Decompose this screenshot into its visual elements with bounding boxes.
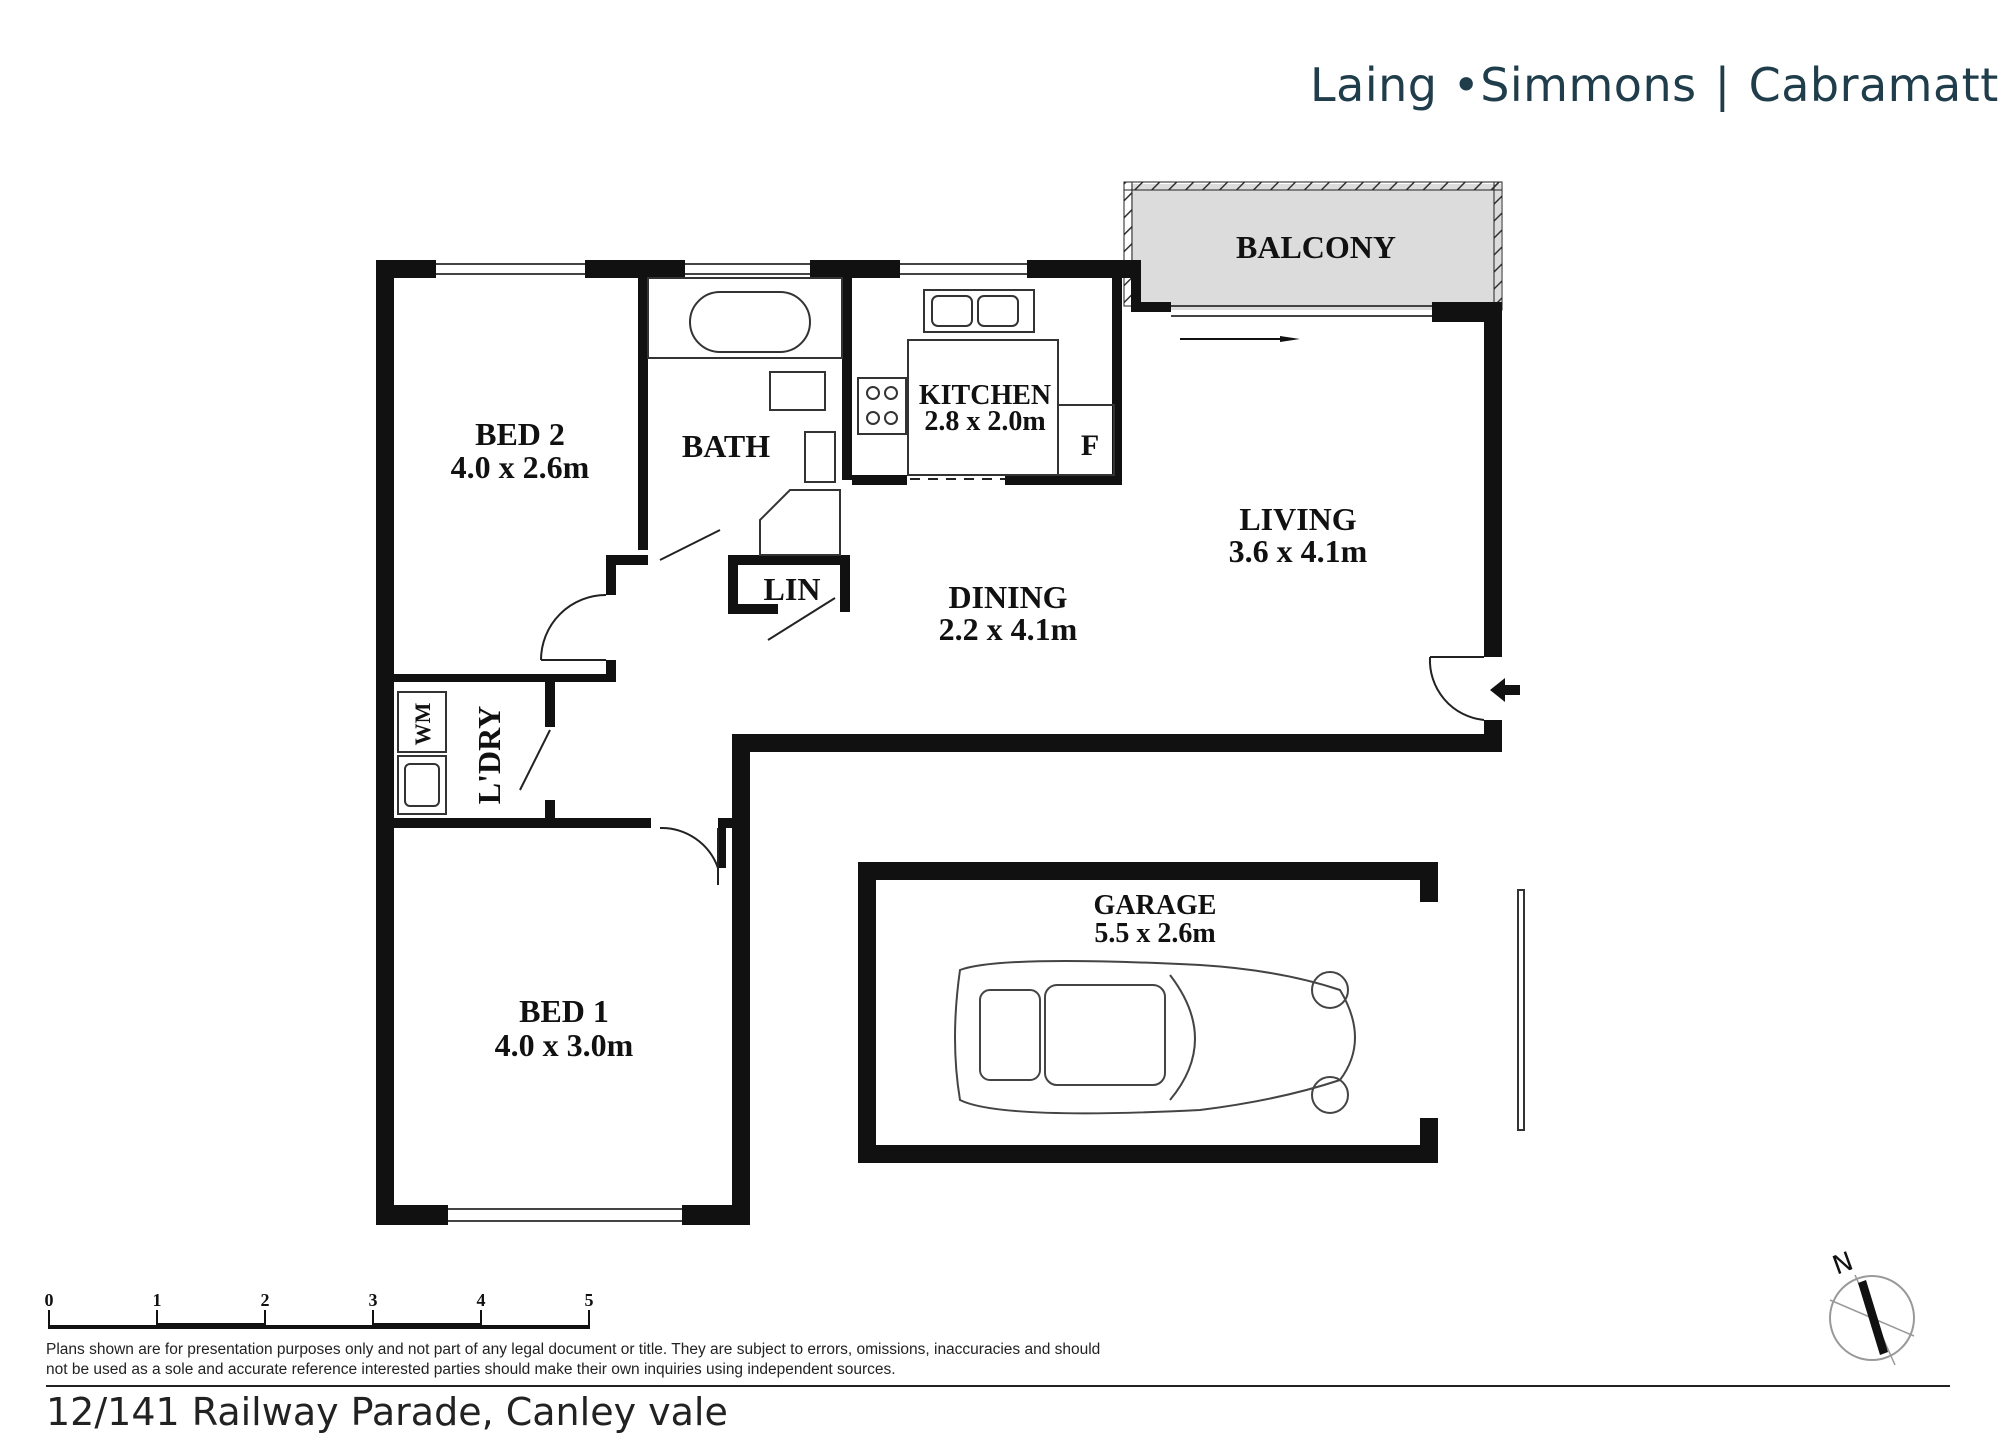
scale-label-4: 4	[477, 1290, 486, 1310]
kitchen-size: 2.8 x 2.0m	[924, 406, 1045, 437]
lin-label: LIN	[764, 571, 821, 607]
bed2-size: 4.0 x 2.6m	[451, 449, 590, 485]
bed2-label: BED 2	[475, 416, 565, 452]
disclaimer: Plans shown are for presentation purpose…	[46, 1341, 1101, 1378]
walls	[376, 260, 1502, 1225]
scale-label-0: 0	[45, 1290, 54, 1310]
room-labels: BALCONY KITCHEN 2.8 x 2.0m F BED 2 4.0 x…	[410, 229, 1396, 1063]
car-icon	[954, 960, 1356, 1115]
compass-north-label: N	[1829, 1247, 1858, 1282]
scale-label-1: 1	[153, 1290, 162, 1310]
scale-label-5: 5	[585, 1290, 594, 1310]
windows	[436, 263, 1432, 1222]
brand-name: Laing •Simmons	[1310, 58, 1697, 112]
bath-label: BATH	[682, 428, 770, 464]
bed1-size: 4.0 x 3.0m	[495, 1027, 634, 1063]
garage-size: 5.5 x 2.6m	[1094, 918, 1215, 949]
living-label: LIVING	[1239, 501, 1356, 537]
garage-walls	[858, 862, 1438, 1163]
compass-icon: N	[1829, 1247, 1915, 1366]
balcony	[1123, 181, 1503, 311]
living-size: 3.6 x 4.1m	[1229, 533, 1368, 569]
fridge-label: F	[1081, 429, 1099, 462]
dining-label: DINING	[948, 579, 1067, 615]
scale-bar: 0 1 2 3 4 5	[45, 1290, 594, 1329]
laundry-label: L'DRY	[471, 706, 507, 804]
scale-label-2: 2	[261, 1290, 270, 1310]
brand-location: Cabramatta	[1748, 58, 2000, 112]
bed1-label: BED 1	[519, 993, 609, 1029]
dining-size: 2.2 x 4.1m	[939, 611, 1078, 647]
footer-divider	[46, 1385, 1950, 1387]
fixtures	[397, 277, 1525, 1131]
brand-logo: Laing •Simmons | Cabramatta	[1310, 58, 2000, 118]
balcony-label: BALCONY	[1236, 229, 1396, 265]
wm-label: WM	[410, 702, 435, 745]
entry-arrow	[1490, 678, 1505, 702]
brand-separator: |	[1714, 58, 1731, 112]
scale-label-3: 3	[369, 1290, 378, 1310]
property-address: 12/141 Railway Parade, Canley vale	[46, 1390, 728, 1434]
doors	[519, 478, 1485, 885]
kitchen-label: KITCHEN	[919, 380, 1051, 411]
garage-label: GARAGE	[1094, 890, 1217, 921]
